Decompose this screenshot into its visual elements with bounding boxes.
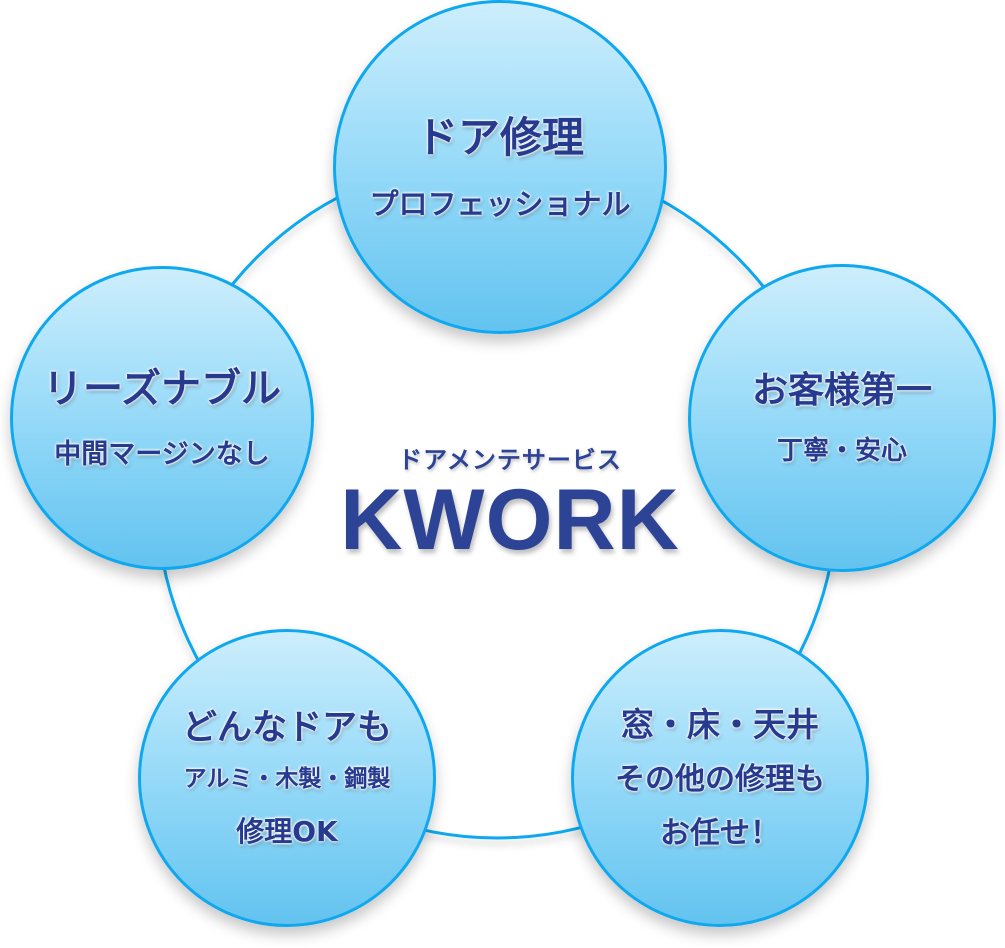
node-title: 窓・床・天井 bbox=[621, 704, 819, 744]
node-subtitle: 丁寧・安心 bbox=[776, 436, 907, 467]
brand-block: ドアメンテサービス KWORK bbox=[320, 440, 700, 563]
node-subtitle: お任せ！ bbox=[660, 815, 780, 851]
feature-node-reasonable: リーズナブル 中間マージンなし bbox=[10, 266, 314, 570]
brand-name: KWORK bbox=[340, 472, 680, 568]
feature-node-other-repairs: 窓・床・天井 その他の修理も お任せ！ bbox=[571, 629, 869, 927]
node-subtitle: その他の修理も bbox=[615, 762, 825, 798]
node-title: リーズナブル bbox=[43, 366, 281, 413]
feature-node-customer-first: お客様第一 丁寧・安心 bbox=[688, 264, 996, 572]
node-subtitle: プロフェッショナル bbox=[369, 187, 631, 222]
brand-subtitle: ドアメンテサービス bbox=[398, 446, 622, 474]
node-title: どんなドアも bbox=[181, 708, 392, 749]
node-title: ドア修理 bbox=[415, 112, 584, 162]
feature-node-door-repair: ドア修理 プロフェッショナル bbox=[333, 0, 667, 334]
node-title: お客様第一 bbox=[751, 370, 932, 412]
node-subtitle: 修理OK bbox=[236, 814, 338, 848]
node-subtitle: アルミ・木製・鋼製 bbox=[183, 766, 391, 792]
node-subtitle: 中間マージンなし bbox=[54, 439, 270, 471]
feature-node-any-door: どんなドアも アルミ・木製・鋼製 修理OK bbox=[138, 629, 436, 927]
